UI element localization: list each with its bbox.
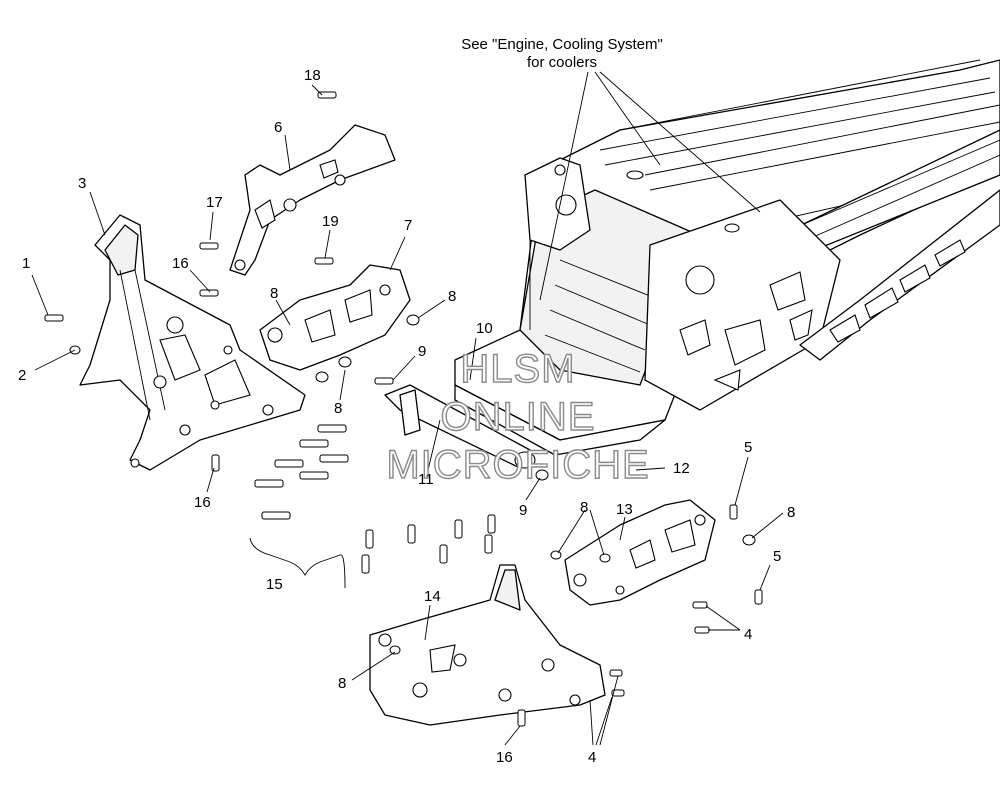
- callout-16-bottom: 16: [496, 749, 513, 766]
- callout-18: 18: [304, 67, 321, 84]
- watermark-line-1: HLSM: [460, 347, 575, 391]
- callout-12: 12: [673, 460, 690, 477]
- part-10-plate: [454, 384, 666, 456]
- callouts: 1 2 3 4 4 5 5 6 7 8 8 8 8 8 8 9 9 10 11 …: [18, 67, 795, 766]
- part-11-shaft: [384, 384, 536, 469]
- part-3-frame: [79, 214, 306, 471]
- watermark-line-2: ONLINE: [441, 395, 596, 439]
- callout-9-top: 9: [418, 343, 426, 360]
- callout-11: 11: [418, 471, 434, 488]
- callout-8-right: 8: [787, 504, 795, 521]
- callout-13: 13: [616, 501, 633, 518]
- callout-17: 17: [206, 194, 223, 211]
- callout-14: 14: [424, 588, 441, 605]
- note-line-1: See "Engine, Cooling System": [461, 36, 663, 53]
- tunnel-assembly: [454, 59, 1000, 441]
- callout-8-upper: 8: [448, 288, 456, 305]
- callout-15: 15: [266, 576, 283, 593]
- small-fasteners: [44, 91, 763, 727]
- callout-9-bottom: 9: [519, 502, 527, 519]
- callout-16-upper: 16: [172, 255, 189, 272]
- callout-5-top: 5: [744, 439, 752, 456]
- callout-16-left: 16: [194, 494, 211, 511]
- part-14-frame: [369, 564, 606, 726]
- watermark: HLSM ONLINE MICROFICHE: [386, 346, 650, 487]
- callout-8-lower: 8: [338, 675, 346, 692]
- callout-8-mid: 8: [334, 400, 342, 417]
- bolt-group-lower: [361, 514, 496, 574]
- callout-4-right: 4: [744, 626, 752, 643]
- part-13-bracket: [564, 499, 716, 606]
- callout-3: 3: [78, 175, 86, 192]
- callout-8-bracket: 8: [580, 499, 588, 516]
- callout-1: 1: [22, 255, 30, 272]
- callout-10: 10: [476, 320, 493, 337]
- callout-5-bottom: 5: [773, 548, 781, 565]
- callout-6: 6: [274, 119, 282, 136]
- part-7-bracket: [259, 264, 411, 371]
- bolt-group-15: [254, 424, 349, 520]
- note-line-2: for coolers: [527, 54, 597, 71]
- leader-lines: [31, 71, 784, 746]
- callout-2: 2: [18, 367, 26, 384]
- callout-7: 7: [404, 217, 412, 234]
- part-6-bracket: [229, 124, 396, 276]
- callout-4-bottom: 4: [588, 749, 596, 766]
- callout-8-left: 8: [270, 285, 278, 302]
- watermark-line-3: MICROFICHE: [386, 443, 649, 487]
- callout-19: 19: [322, 213, 339, 230]
